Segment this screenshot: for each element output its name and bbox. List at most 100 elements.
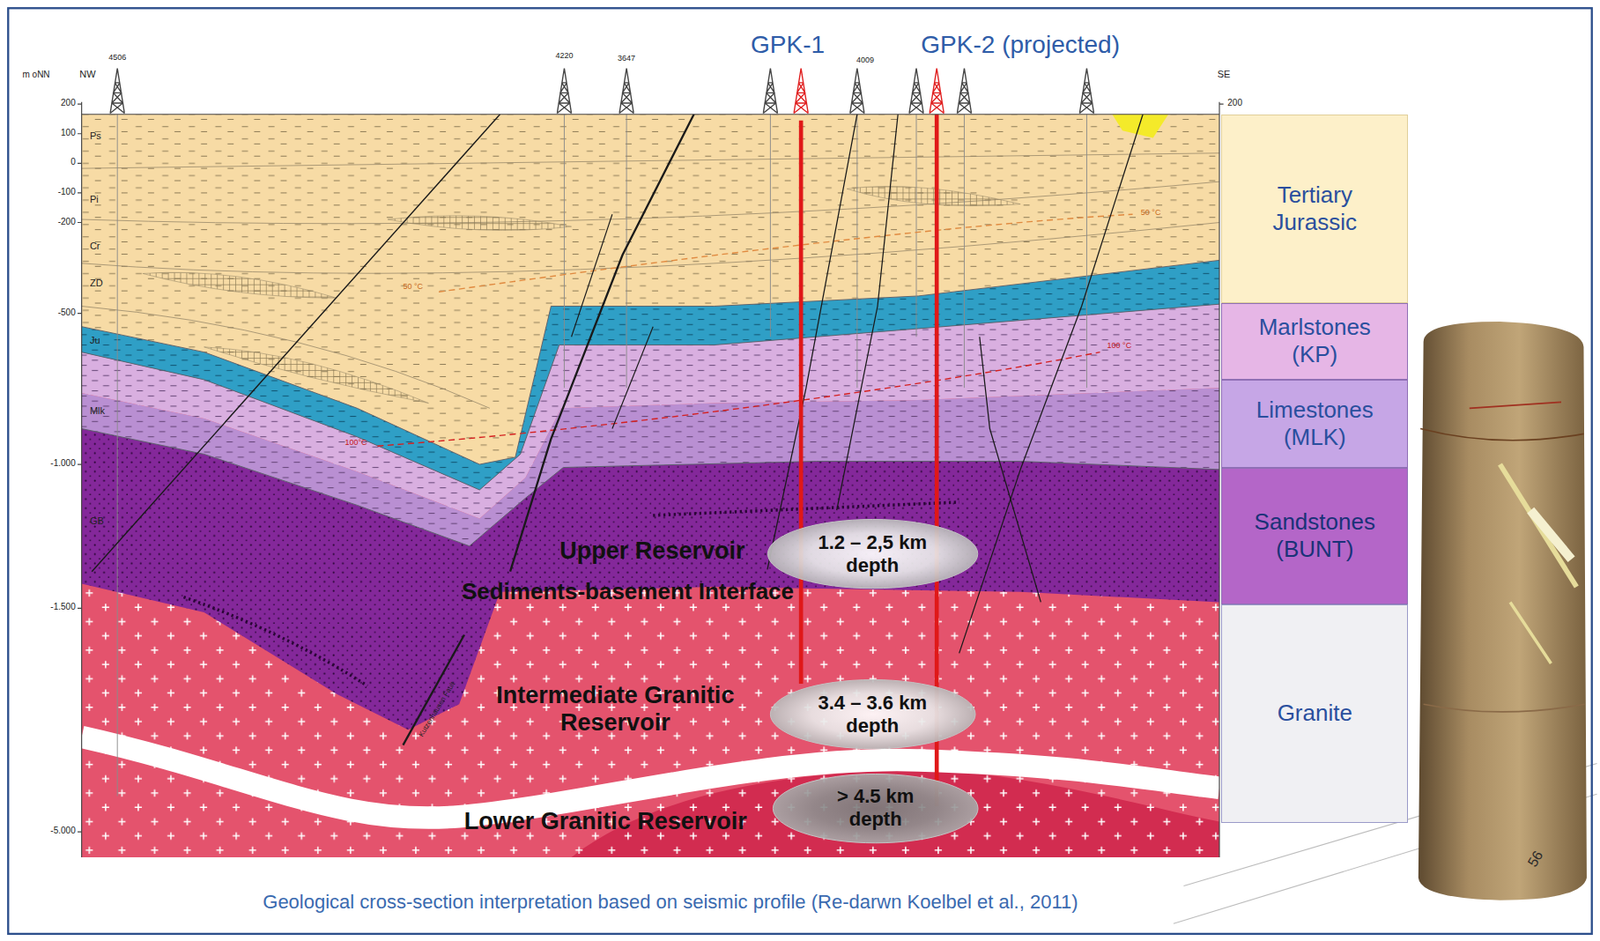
text-label: Cr [89,240,101,252]
text-label: 50 °C [1140,207,1162,217]
fault-line [91,114,500,572]
derrick-symbol [1079,68,1094,114]
text-label: ZD [89,277,104,289]
text-label: Mlk [89,405,105,417]
core-band [1420,429,1584,441]
sand-streak [183,597,367,687]
hatch-lens [204,347,430,404]
depth-axis [77,102,82,858]
depth-oval: 3.4 – 3.6 km depth [768,677,978,751]
text-label: GPK-2 (projected) [920,30,1120,60]
fault-line [837,114,898,511]
text-label: m oNN [22,69,50,81]
band-label: Granite [1239,699,1390,727]
depth-oval: > 4.5 km depth [770,771,980,845]
text-label: 200 [60,97,76,109]
strata-band: Granite [1221,604,1408,823]
band-label: Sandstones (BUNT) [1239,508,1390,563]
derrick-symbol [956,68,971,114]
text-label: -500 [58,307,76,319]
strata-band: Marlstones (KP) [1221,303,1408,380]
strata-band: Sandstones (BUNT) [1221,467,1408,605]
core-vein [1500,464,1578,587]
strata-band: Limestones (MLK) [1221,379,1408,468]
isotherm-50 [438,214,1134,292]
text-label: 50 °C [402,281,423,291]
depth-label: > 4.5 km depth [820,785,931,831]
derrick-symbol [110,68,125,114]
granite [81,114,1220,858]
hatch-lens [387,215,571,231]
derrick-symbol [850,68,865,114]
text-label: 4009 [856,55,875,65]
core-vein [1530,510,1571,560]
fault-line [612,326,653,430]
isotherm-100 [377,352,1101,447]
text-label: -1.000 [50,458,75,469]
text-label: GB [89,515,104,527]
text-label: 4220 [555,51,573,60]
tertiary-pattern [81,114,1220,465]
text-label: Ju [89,334,101,347]
derrick-symbol [929,68,944,114]
fault-line [959,114,1143,654]
text-label: 100°C [344,437,367,447]
hatch-lens [846,185,1021,206]
text-label: 100 [60,127,76,139]
tertiary [81,114,1220,465]
section [81,114,1220,858]
text-label: GPK-1 [750,30,825,60]
boundary-line [81,259,1220,465]
gpk1-well [799,120,804,684]
granite-pattern [81,114,1220,858]
derrick-symbol [793,68,808,114]
text-label: NW [79,68,96,81]
text-label: Pi [89,193,99,206]
fault-line [402,634,464,745]
text-label: 200 [1227,97,1243,109]
derrick-symbol [762,68,778,114]
depth-oval: 1.2 – 2,5 km depth [765,517,980,591]
white-band [81,736,1220,818]
reservoir-label: Upper Reservoir [559,537,745,565]
reservoir-label: Sediments-basement Interface [461,578,794,606]
band-label: Limestones (MLK) [1239,396,1390,452]
band-label: Tertiary Jurassic [1239,181,1390,237]
core-vein [1510,601,1551,664]
strata-line [81,181,1220,224]
boundary-line [81,303,1220,490]
oval-outline [772,773,978,843]
sand-streak [652,502,959,516]
text-label: Ps [89,130,102,142]
derrick-symbol [619,68,634,114]
core-band [1423,703,1586,712]
well-track [117,114,1087,797]
oval-outline [767,519,978,589]
text-label: 100 °C [1107,340,1133,350]
boundary-line [81,429,1220,547]
fault-line [979,336,1041,602]
reservoir-label: Intermediate Granitic Reservoir [474,681,756,737]
oval-outline [770,680,976,749]
text-label: -1.500 [50,601,75,613]
text-label: 4506 [108,52,126,62]
derrick-symbol [909,68,924,114]
derrick-symbol [556,68,571,114]
core-band [1469,401,1562,408]
text-label: 0 [70,156,76,168]
fault-line [571,214,613,337]
surface-line [81,113,1220,115]
reservoir-label: Lower Granitic Reservoir [464,807,748,836]
fault-line [767,114,858,571]
caption: Geological cross-section interpretation … [262,890,1078,914]
depth-label: 3.4 – 3.6 km depth [817,691,928,738]
core-sample [1418,321,1587,901]
hatch-lens [142,272,337,298]
band-label: Marlstones (KP) [1239,313,1390,369]
strata-line [81,153,1220,169]
text-label: SE [1217,68,1231,81]
text-label: -5.000 [50,825,75,837]
depth-label: 1.2 – 2,5 km depth [817,531,928,578]
text-label: -200 [58,216,76,228]
